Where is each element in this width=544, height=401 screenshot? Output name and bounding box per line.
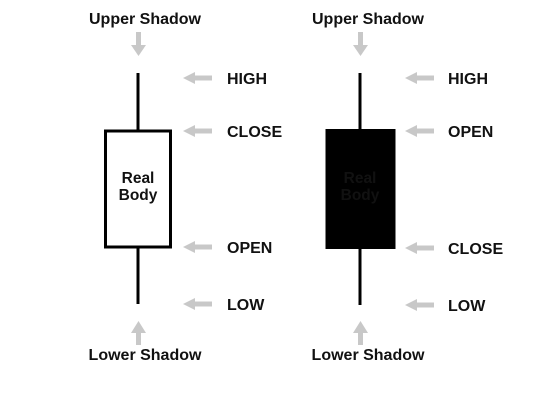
open-label: OPEN [227, 240, 272, 257]
real-body-label-line1: Real [122, 170, 155, 187]
real-body [325, 129, 396, 249]
real-body-label-line2: Body [341, 187, 380, 204]
left-arrow-icon [405, 299, 434, 311]
open-label: OPEN [448, 124, 493, 141]
low-label: LOW [448, 298, 486, 315]
up-arrow-icon [131, 321, 146, 345]
bullish-candle: Upper Shadow Real Body HIGH CLOSE OPEN [89, 11, 283, 364]
high-label: HIGH [227, 71, 267, 88]
left-arrow-icon [405, 242, 434, 254]
left-arrow-icon [405, 125, 434, 137]
low-label: LOW [227, 297, 265, 314]
real-body-label-line2: Body [119, 187, 158, 204]
lower-shadow-label: Lower Shadow [312, 347, 425, 364]
upper-shadow-label: Upper Shadow [312, 11, 425, 28]
left-arrow-icon [183, 72, 212, 84]
close-label: CLOSE [448, 241, 503, 258]
bearish-candle: Upper Shadow Real Body HIGH OPEN CLOSE [312, 11, 504, 364]
left-arrow-icon [183, 125, 212, 137]
up-arrow-icon [353, 321, 368, 345]
real-body-label-line1: Real [344, 170, 377, 187]
down-arrow-icon [131, 32, 146, 56]
upper-shadow-label: Upper Shadow [89, 11, 202, 28]
left-arrow-icon [183, 298, 212, 310]
close-label: CLOSE [227, 124, 282, 141]
left-arrow-icon [183, 241, 212, 253]
down-arrow-icon [353, 32, 368, 56]
lower-shadow-label: Lower Shadow [89, 347, 202, 364]
left-arrow-icon [405, 72, 434, 84]
high-label: HIGH [448, 71, 488, 88]
